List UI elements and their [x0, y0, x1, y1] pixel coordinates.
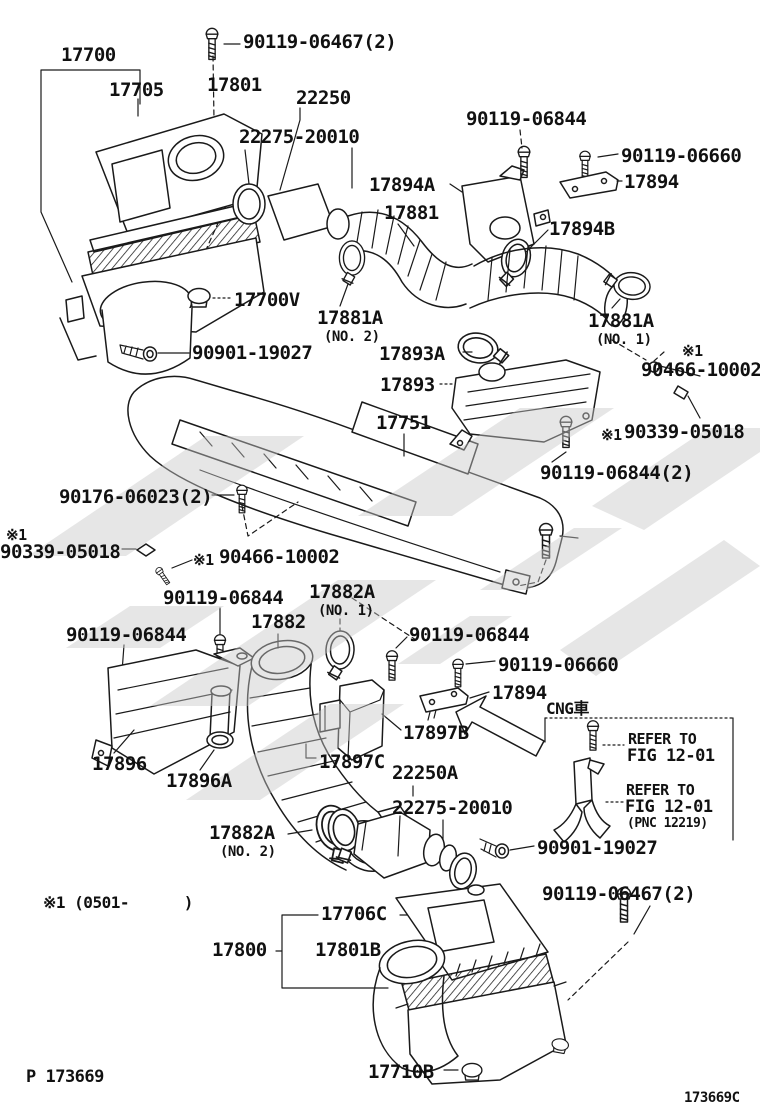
hose-clamp-icon: [338, 240, 366, 286]
bolt-icon: [205, 27, 219, 61]
grommet-90339-left: [136, 543, 156, 557]
cng-variant-box: [544, 717, 734, 843]
maf-sensor-22250: [267, 183, 335, 241]
bolt-icon: [452, 658, 464, 688]
screw-90901-top: [142, 346, 158, 362]
grommet-17700V: [187, 287, 211, 308]
bolt-icon: [616, 886, 632, 923]
bolt-icon: [385, 650, 399, 681]
bracket-17894-top: [559, 171, 619, 199]
grommet-90339: [673, 385, 689, 400]
intake-hose-chain-top: [232, 107, 652, 327]
bracket-17894-low: [419, 687, 469, 713]
fasteners-upper-left: [119, 287, 232, 362]
grommet-icon: [550, 1036, 570, 1055]
air-cleaner-assembly-17800: [275, 883, 651, 1085]
clip-90466: [648, 361, 660, 373]
bolt-icon: [579, 150, 591, 180]
screw-90901-low: [494, 843, 510, 859]
resonator-group-lower-left: [91, 607, 545, 872]
bolt-icon: [586, 720, 600, 751]
fasteners-mid-left: [121, 543, 417, 641]
grommet-17710B: [461, 1062, 483, 1081]
direction-arrow: [455, 695, 545, 757]
watermark: [28, 408, 760, 800]
hose-clamp-17893A: [455, 329, 513, 369]
air-inlet-duct-17751: [127, 375, 579, 595]
resonator-17897: [305, 679, 402, 761]
resonator-17893-group: [439, 329, 701, 463]
spacer-17896A: [199, 685, 234, 771]
bracket-pnc-12219: [553, 757, 611, 843]
air-cleaner-assembly-17700: [40, 27, 265, 375]
pin-90466-left: [153, 565, 172, 587]
cleaner-case: [407, 981, 567, 1085]
